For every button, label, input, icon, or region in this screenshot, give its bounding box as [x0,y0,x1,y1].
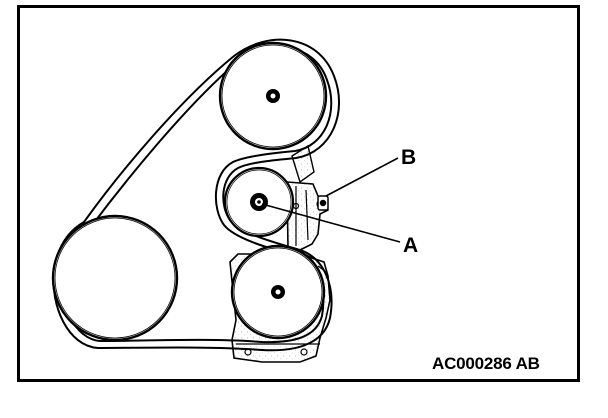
alternator-pulley [230,244,326,340]
figure-code-label: AC000286 AB [432,354,540,373]
callout-label-a: A [403,234,419,257]
tensioner-pulley [223,166,295,238]
leader-line-b [325,157,399,197]
leader-line-a [261,203,401,243]
callout-label-b: B [401,146,417,169]
adjusting-bolt-b [317,195,329,211]
crankshaft-pulley [51,214,179,342]
top-pulley [218,41,328,151]
